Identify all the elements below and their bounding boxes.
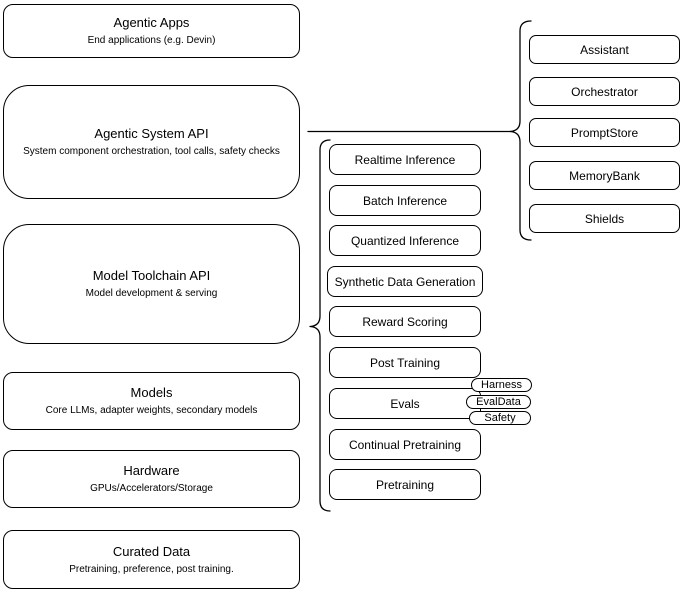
- node-title: Model Toolchain API: [92, 268, 211, 283]
- models-node: Models Core LLMs, adapter weights, secon…: [3, 372, 300, 430]
- toolchain-item-reward-scoring: Reward Scoring: [329, 306, 481, 337]
- component-shields: Shields: [529, 204, 680, 233]
- toolchain-item-synthetic-data-generation: Synthetic Data Generation: [327, 266, 483, 297]
- toolchain-item-post-training: Post Training: [329, 347, 481, 378]
- component-memorybank: MemoryBank: [529, 161, 680, 190]
- node-title: Models: [130, 385, 173, 400]
- toolchain-bracket: [309, 139, 331, 512]
- node-title: Hardware: [123, 463, 180, 478]
- toolchain-item-realtime-inference: Realtime Inference: [329, 144, 481, 175]
- node-subtitle: GPUs/Accelerators/Storage: [90, 483, 213, 494]
- toolchain-item-evals: Evals: [329, 388, 481, 419]
- agentic-apps-node: Agentic Apps End applications (e.g. Devi…: [3, 4, 300, 58]
- node-subtitle: Model development & serving: [85, 288, 218, 299]
- evals-tag-safety: Safety: [469, 411, 531, 425]
- evals-tag-evaldata: EvalData: [466, 395, 531, 409]
- node-title: Agentic System API: [94, 126, 209, 141]
- model-toolchain-api-node: Model Toolchain API Model development & …: [3, 224, 300, 344]
- toolchain-item-continual-pretraining: Continual Pretraining: [329, 429, 481, 460]
- system-components-bracket: [509, 20, 532, 241]
- component-orchestrator: Orchestrator: [529, 77, 680, 106]
- node-subtitle: Core LLMs, adapter weights, secondary mo…: [45, 405, 258, 416]
- node-title: Curated Data: [112, 543, 191, 559]
- node-subtitle: Pretraining, preference, post training.: [69, 563, 234, 575]
- evals-tag-harness: Harness: [471, 378, 532, 392]
- curated-data-node: Curated Data Pretraining, preference, po…: [3, 530, 300, 589]
- component-assistant: Assistant: [529, 35, 680, 64]
- toolchain-item-batch-inference: Batch Inference: [329, 185, 481, 216]
- toolchain-item-pretraining: Pretraining: [329, 469, 481, 500]
- toolchain-item-quantized-inference: Quantized Inference: [329, 225, 481, 256]
- node-title: Agentic Apps: [113, 15, 190, 30]
- component-promptstore: PromptStore: [529, 118, 680, 147]
- node-subtitle: System component orchestration, tool cal…: [23, 146, 280, 157]
- hardware-node: Hardware GPUs/Accelerators/Storage: [3, 450, 300, 508]
- node-subtitle: End applications (e.g. Devin): [87, 35, 216, 46]
- agentic-system-api-node: Agentic System API System component orch…: [3, 85, 300, 199]
